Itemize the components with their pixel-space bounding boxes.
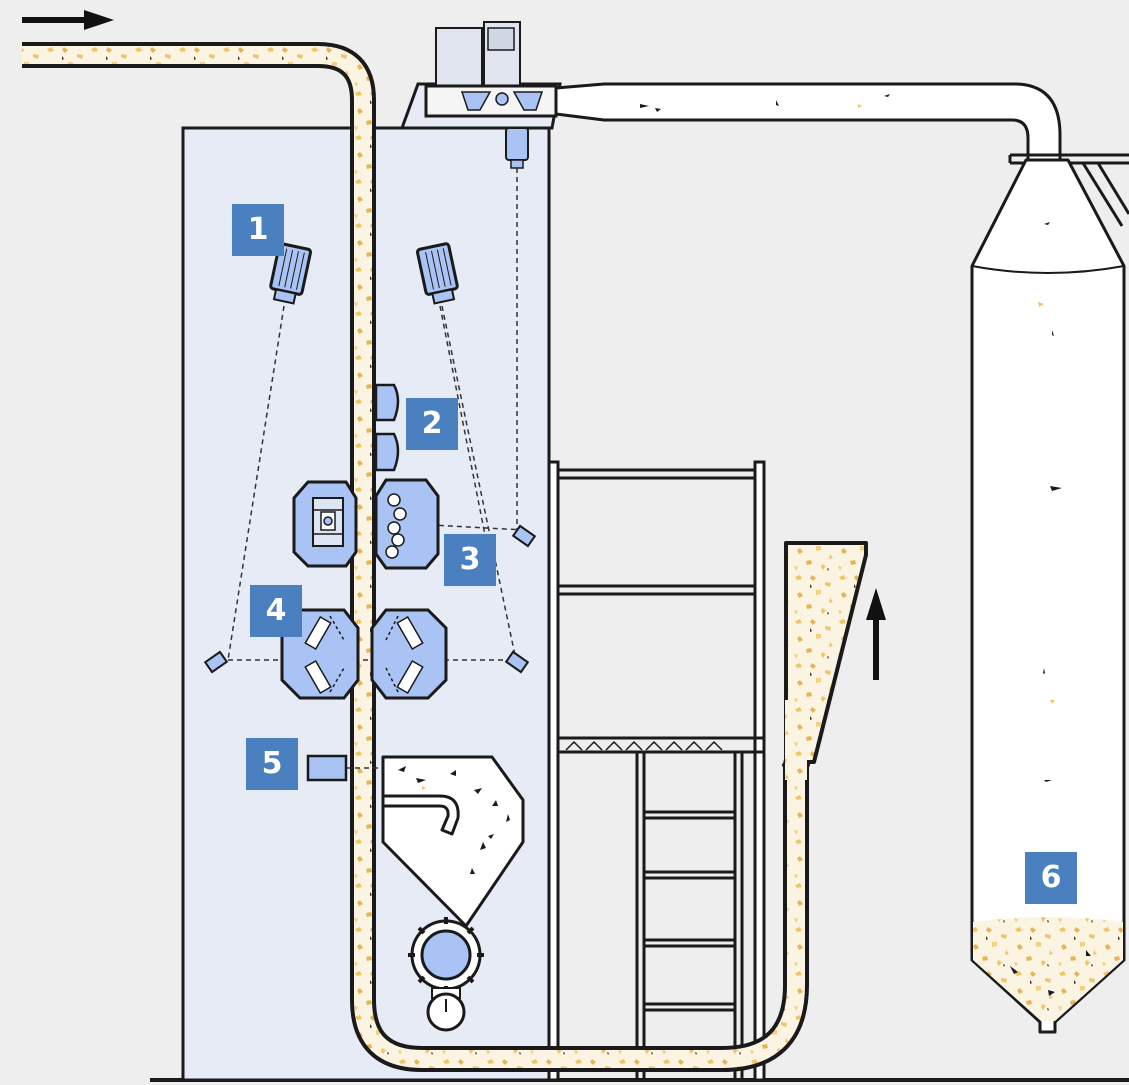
sensor-2 <box>374 383 400 472</box>
reflector-top-right <box>511 524 537 548</box>
access-ladder <box>547 460 766 1082</box>
camera-1 <box>269 242 312 305</box>
rotary-airlock <box>408 917 484 1032</box>
label-3: 3 <box>459 542 481 577</box>
label-boxes <box>232 204 1077 904</box>
collection-silo <box>970 158 1126 1034</box>
arrow-right-icon <box>22 10 114 30</box>
label-5: 5 <box>261 746 283 781</box>
label-1: 1 <box>247 212 269 247</box>
reflector-right <box>504 650 530 674</box>
camera-right <box>416 242 459 305</box>
suction-duct <box>554 82 1062 162</box>
label-4: 4 <box>265 593 287 628</box>
ejector-nozzle <box>306 754 348 782</box>
lighting-unit-right <box>370 608 448 700</box>
detection-head-right <box>374 478 440 570</box>
detection-head-left <box>292 480 358 568</box>
product-conveying-pipe <box>22 42 841 1072</box>
duct-particles <box>640 94 890 112</box>
silo-falling-particles <box>1010 222 1091 996</box>
label-6: 6 <box>1040 860 1062 895</box>
fan-unit <box>399 21 562 530</box>
reflector-left <box>203 650 229 674</box>
rejection-chamber <box>381 755 525 928</box>
label-2: 2 <box>421 406 443 441</box>
silo-collected-material <box>973 917 1123 1021</box>
arrow-up-icon <box>866 588 886 680</box>
